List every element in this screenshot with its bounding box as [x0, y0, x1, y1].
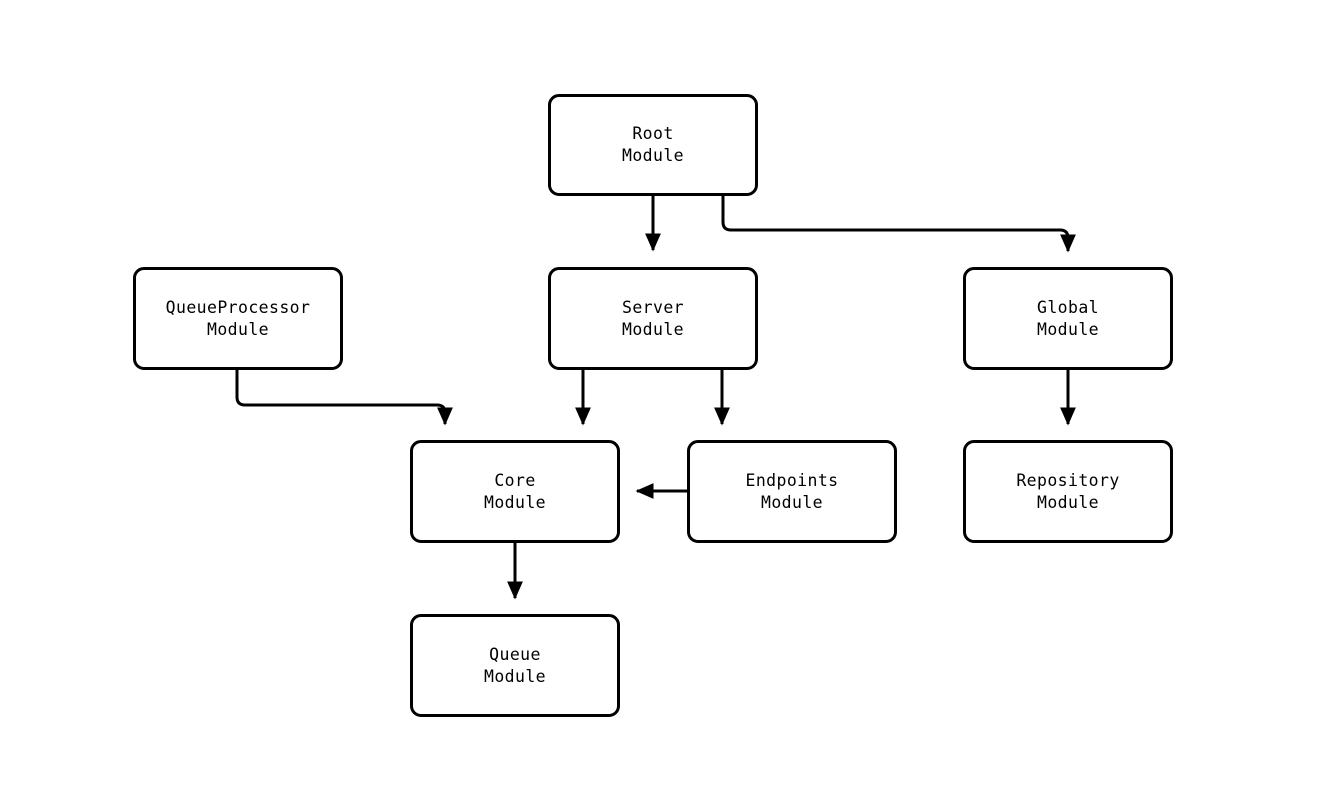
edge-root-to-global: [721, 196, 1076, 253]
node-server-module-line2: Module: [621, 319, 684, 339]
node-queueprocessor-module-line2: Module: [206, 319, 269, 339]
node-queueprocessor-module[interactable]: QueueProcessor Module: [133, 267, 343, 370]
node-root-module-line1: Root: [632, 124, 674, 143]
node-server-module-line1: Server: [621, 297, 684, 317]
node-repository-module-line2: Module: [1036, 492, 1099, 512]
node-endpoints-module-line2: Module: [760, 492, 823, 512]
node-core-module-line1: Core: [494, 470, 536, 490]
node-global-module-line2: Module: [1036, 319, 1099, 339]
node-repository-module[interactable]: Repository Module: [963, 440, 1173, 543]
node-core-module-line2: Module: [483, 492, 546, 512]
node-queueprocessor-module-line1: QueueProcessor: [165, 297, 311, 317]
node-endpoints-module[interactable]: Endpoints Module: [687, 440, 897, 543]
edge-queueprocessor-to-core: [235, 370, 453, 426]
node-global-module-line1: Global: [1036, 297, 1099, 317]
node-endpoints-module-line1: Endpoints: [745, 470, 839, 490]
node-root-module-line2: Module: [621, 146, 684, 165]
node-server-module[interactable]: Server Module: [548, 267, 758, 370]
node-queue-module-line1: Queue: [489, 644, 541, 664]
node-queue-module-line2: Module: [483, 666, 546, 686]
node-core-module[interactable]: Core Module: [410, 440, 620, 543]
node-repository-module-line1: Repository: [1016, 470, 1120, 490]
node-root-module[interactable]: Root Module: [548, 94, 758, 196]
node-global-module[interactable]: Global Module: [963, 267, 1173, 370]
node-queue-module[interactable]: Queue Module: [410, 614, 620, 717]
